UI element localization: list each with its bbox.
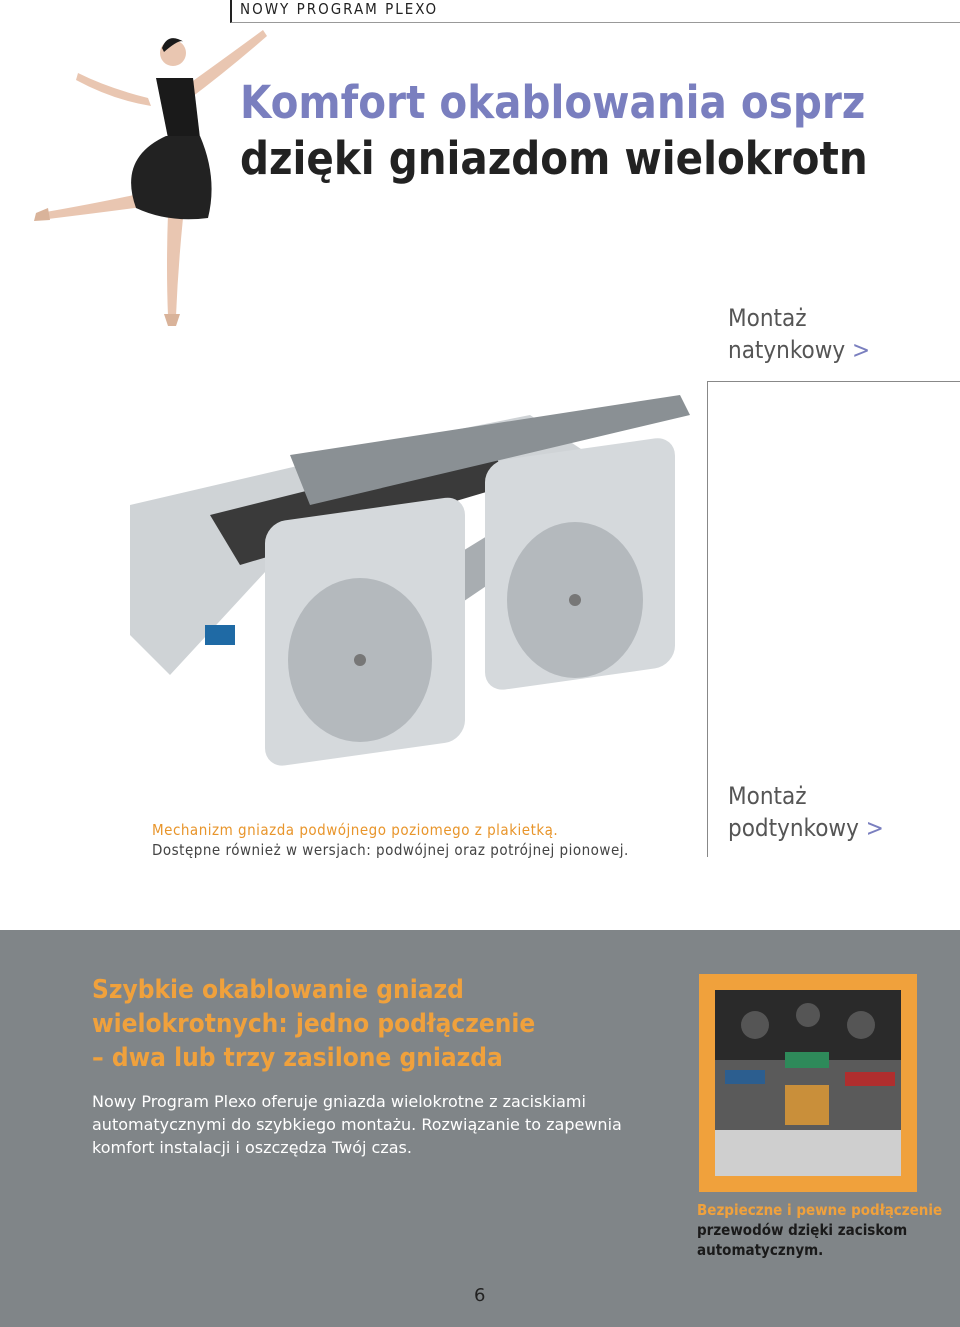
panel-heading-line2: wielokrotnych: jedno podłączenie xyxy=(92,1009,536,1039)
panel-body: Nowy Program Plexo oferuje gniazda wielo… xyxy=(92,1090,682,1159)
divider-horizontal xyxy=(707,381,960,382)
page-title-line1: Komfort okablowania osprz xyxy=(240,76,866,129)
ballerina-image xyxy=(34,30,267,326)
terminal-caption-line3: automatycznym. xyxy=(697,1241,824,1259)
terminal-caption-line1: Bezpieczne i pewne podłączenie xyxy=(697,1201,943,1219)
mount-surface-label: Montaż natynkowy > xyxy=(728,302,870,366)
terminal-caption-line2: przewodów dzięki zaciskom xyxy=(697,1221,908,1239)
mount-flush-line1: Montaż xyxy=(728,782,807,810)
mount-flush-arrow: > xyxy=(865,814,884,842)
page-title-line2: dzięki gniazdom wielokrotn xyxy=(240,132,868,185)
panel-heading: Szybkie okablowanie gniazd wielokrotnych… xyxy=(92,973,535,1075)
terminal-caption: Bezpieczne i pewne podłączenie przewodów… xyxy=(697,1200,957,1260)
panel-body-line1: Nowy Program Plexo oferuje gniazda wielo… xyxy=(92,1092,586,1111)
product-caption: Mechanizm gniazda podwójnego poziomego z… xyxy=(152,820,629,860)
socket-product-image xyxy=(130,395,690,766)
mount-surface-line2: natynkowy xyxy=(728,336,846,364)
panel-body-line3: komfort instalacji i oszczędza Twój czas… xyxy=(92,1138,412,1157)
mount-flush-line2: podtynkowy xyxy=(728,814,859,842)
panel-heading-line1: Szybkie okablowanie gniazd xyxy=(92,975,464,1005)
panel-heading-line3: – dwa lub trzy zasilone gniazda xyxy=(92,1043,503,1073)
mount-surface-arrow: > xyxy=(852,336,871,364)
header-bar: NOWY PROGRAM PLEXO xyxy=(230,0,960,23)
header-label: NOWY PROGRAM PLEXO xyxy=(240,0,439,18)
divider-vertical xyxy=(707,381,708,857)
terminal-photo xyxy=(715,990,901,1176)
mount-flush-label: Montaż podtynkowy > xyxy=(728,780,884,844)
panel-body-line2: automatycznymi do szybkiego montażu. Roz… xyxy=(92,1115,622,1134)
page-number: 6 xyxy=(474,1285,486,1306)
product-caption-line1: Mechanizm gniazda podwójnego poziomego z… xyxy=(152,821,559,839)
product-caption-line2: Dostępne również w wersjach: podwójnej o… xyxy=(152,841,629,859)
mount-surface-line1: Montaż xyxy=(728,304,807,332)
terminal-photo-frame xyxy=(699,974,917,1192)
